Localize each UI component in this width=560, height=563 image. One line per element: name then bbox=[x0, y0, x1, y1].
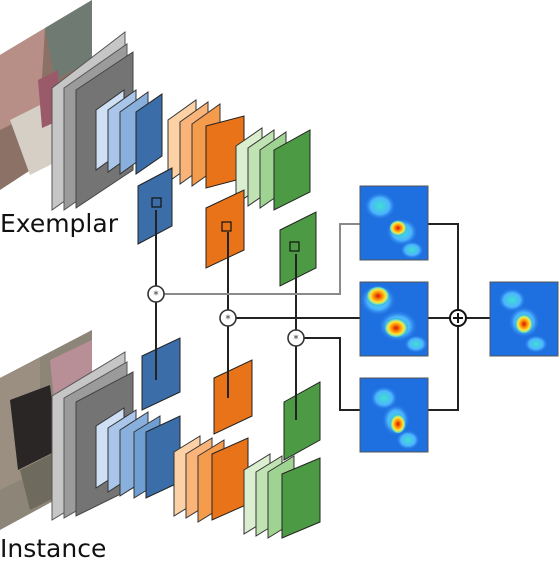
response-heatmap-1 bbox=[359, 185, 429, 261]
response-heatmap-2 bbox=[359, 281, 429, 357]
svg-text:*: * bbox=[153, 289, 159, 302]
instance-conv-block-orange bbox=[173, 435, 249, 523]
svg-text:*: * bbox=[293, 333, 299, 346]
instance-feature-green bbox=[283, 381, 321, 461]
exemplar-feature-blue bbox=[137, 167, 173, 245]
fused-response-heatmap bbox=[489, 281, 559, 357]
connection-lines bbox=[155, 210, 490, 420]
correlation-operator-3: * bbox=[287, 329, 305, 347]
exemplar-conv-block-orange bbox=[167, 99, 245, 189]
svg-text:*: * bbox=[225, 313, 231, 326]
exemplar-conv-block-green bbox=[235, 127, 311, 211]
correlation-operator-1: * bbox=[147, 285, 165, 303]
exemplar-label: Exemplar bbox=[0, 209, 118, 238]
instance-conv-block-blue bbox=[95, 407, 181, 499]
exemplar-feature-green bbox=[279, 211, 317, 287]
fusion-plus-operator bbox=[449, 309, 467, 327]
instance-label: Instance bbox=[0, 534, 107, 563]
exemplar-conv-block-blue bbox=[95, 89, 163, 175]
correlation-operator-2: * bbox=[219, 309, 237, 327]
instance-feature-blue bbox=[141, 337, 181, 411]
instance-feature-orange bbox=[213, 359, 253, 435]
instance-conv-block-green bbox=[243, 453, 321, 539]
exemplar-feature-orange bbox=[205, 189, 245, 269]
response-heatmap-3 bbox=[359, 377, 429, 453]
